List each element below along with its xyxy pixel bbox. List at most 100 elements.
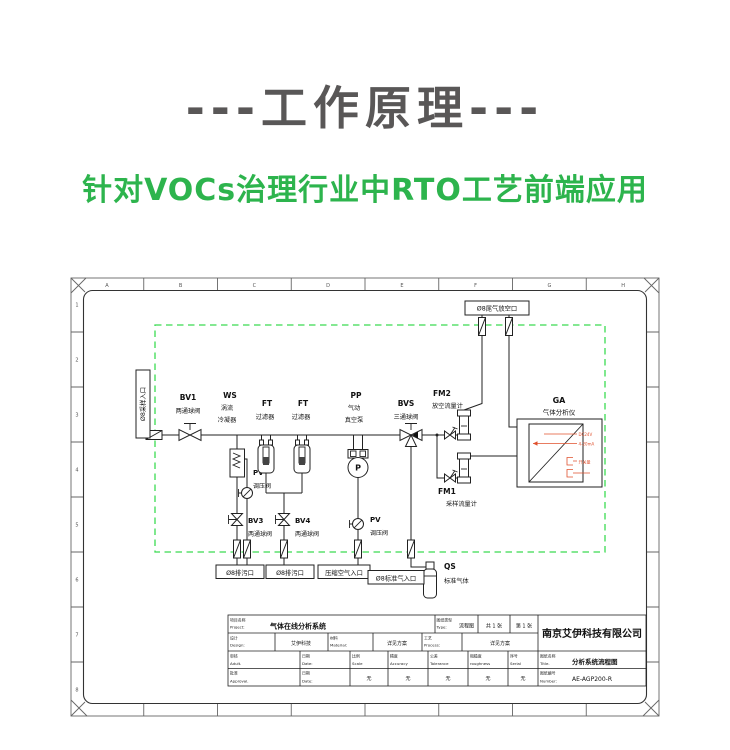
tb-number-cn: 图纸编号 [540, 671, 556, 676]
tb-approval-en: Approval. [230, 679, 249, 684]
grid-letter: F [474, 283, 477, 289]
tb-project-en: Project: [230, 625, 245, 630]
component-name-ga: 气体分析仪 [543, 408, 576, 417]
port-label-standard-gas: Ø8标准气入口 [376, 573, 416, 582]
tb-none-1: 无 [366, 676, 371, 682]
port-label-drain-right: Ø8排污口 [276, 568, 304, 577]
component-name-ws-2: 冷凝器 [218, 416, 237, 424]
tb-design-en: Design: [230, 643, 245, 648]
grid-number: 1 [75, 302, 78, 308]
grid-letter: B [179, 283, 183, 289]
ga-signal-lines [533, 433, 590, 478]
component-name-bv4: 两通球阀 [295, 530, 319, 538]
tb-number-en: Number: [540, 679, 557, 684]
component-name-bv3: 两通球阀 [248, 530, 272, 538]
port-labels: Ø8尾气放空口 Ø8采样入口 Ø8排污口 Ø8排污口 压缩空气入口 Ø8标准气入… [135, 300, 530, 585]
component-name-ft2: 过滤器 [292, 413, 311, 421]
tb-sheet-no: 第 1 张 [516, 623, 532, 630]
tb-scale-cn: 比例 [352, 654, 360, 659]
tb-serial-cn: 序号 [510, 654, 518, 659]
component-name-ws-1: 涡流 [221, 404, 233, 412]
component-tag-ws: WS [223, 391, 237, 400]
tb-process-cn: 工艺 [424, 636, 432, 641]
component-tag-fm1: FM1 [438, 487, 456, 496]
tb-serial-en: Serial [510, 661, 521, 666]
component-tag-bvs: BVS [398, 399, 415, 408]
cabinet-boundary [154, 324, 606, 553]
grid-number: 3 [75, 412, 78, 418]
component-tag-pv-ws: PV [253, 469, 264, 477]
tb-none-5: 无 [520, 676, 525, 682]
tb-none-3: 无 [445, 676, 450, 682]
component-name-pp-2: 真空泵 [345, 416, 364, 424]
port-label-sample-inlet: Ø8采样入口 [138, 387, 147, 421]
ft1-filter-symbol [257, 439, 275, 474]
ga-analyzer-symbol: DC24V 4-20mA 开关量 [516, 418, 603, 488]
grid-number: 4 [75, 467, 78, 473]
tb-accuracy-en: Accuracy [390, 661, 408, 666]
tb-date1-cn: 日期 [302, 654, 310, 659]
pv-ws-regulator-symbol [238, 487, 253, 499]
component-name-qs: 标准气体 [444, 577, 470, 585]
component-tag-pv-air: PV [370, 516, 381, 524]
grid-letter: D [326, 283, 330, 289]
page-title: ---工作原理--- [185, 81, 545, 135]
process-piping [146, 315, 529, 568]
component-name-bvs: 三通球阀 [394, 413, 419, 421]
title-block: 项目名称 Project: 气体在线分析系统 图纸类型 Type: 流程图 共 … [227, 614, 647, 687]
pid-diagram-svg: A B C D E F G H 1 2 3 4 5 6 7 8 [70, 277, 660, 717]
sheet-frame: A B C D E F G H 1 2 3 4 5 6 7 8 [70, 277, 660, 717]
vent-fitting-1 [478, 317, 486, 336]
grid-letter: A [105, 283, 109, 289]
ga-signal-dc24v: DC24V [579, 432, 593, 437]
component-name-fm2: 放空流量计 [432, 402, 463, 410]
tb-process-en: Process: [424, 643, 440, 648]
component-name-fm1: 采样流量计 [446, 500, 477, 508]
bv4-valve-symbol [275, 513, 291, 526]
engineering-drawing: A B C D E F G H 1 2 3 4 5 6 7 8 [70, 277, 660, 717]
tb-tolerance-cn: 公差 [430, 654, 438, 659]
std-gas-fitting [407, 539, 415, 559]
component-tag-qs: QS [444, 562, 456, 571]
tb-project-cn: 项目名称 [230, 618, 246, 623]
page-subtitle: 针对VOCs治理行业中RTO工艺前端应用 [82, 173, 648, 208]
component-tag-ga: GA [553, 396, 567, 405]
component-tag-fm2: FM2 [433, 389, 451, 398]
pump-letter: P [355, 464, 361, 473]
tb-company: 南京艾伊科技有限公司 [542, 627, 642, 640]
bulkhead-fittings [145, 317, 513, 559]
drain-fitting-3 [280, 539, 288, 559]
component-name-bv1: 两通球阀 [176, 407, 201, 415]
pp-pump-symbol: P [347, 449, 369, 478]
tb-design-value: 艾伊科技 [291, 640, 311, 647]
tb-material-cn: 材料 [330, 636, 338, 641]
component-name-pv-air: 调压阀 [370, 529, 388, 537]
tb-date2-en: Date: [302, 679, 313, 684]
tb-material-en: Material: [330, 643, 347, 648]
tb-none-4: 无 [485, 676, 490, 682]
tb-date1-en: Date: [302, 661, 313, 666]
component-tag-ft1: FT [262, 399, 273, 408]
tb-audit-cn: 审核 [230, 654, 238, 659]
qs-cylinder-symbol [423, 561, 437, 599]
tb-sheet-total: 共 1 张 [486, 623, 502, 630]
bvs-valve-symbol [399, 423, 423, 447]
tb-none-2: 无 [405, 676, 410, 682]
tb-roughness-cn: 粗糙度 [470, 654, 482, 659]
tb-accuracy-cn: 精度 [390, 654, 398, 659]
tb-design-cn: 设计 [230, 636, 238, 641]
tb-project-value: 气体在线分析系统 [269, 622, 326, 631]
ga-signal-4-20ma: 4-20mA [579, 442, 595, 447]
grid-letter: E [400, 283, 403, 289]
ga-signal-switch: 开关量 [579, 459, 591, 465]
tb-type-en: Type: [436, 625, 447, 630]
pv-air-regulator-symbol [349, 518, 364, 530]
component-tag-bv1: BV1 [180, 393, 196, 402]
ft2-filter-symbol [293, 439, 311, 474]
drain-fitting-1 [233, 539, 241, 559]
tb-scale-en: Scale [352, 661, 363, 666]
tb-material-value: 详见方案 [387, 640, 407, 647]
tb-tolerance-en: Tolerance [429, 661, 449, 666]
component-name-pv-ws: 调压阀 [253, 482, 271, 490]
